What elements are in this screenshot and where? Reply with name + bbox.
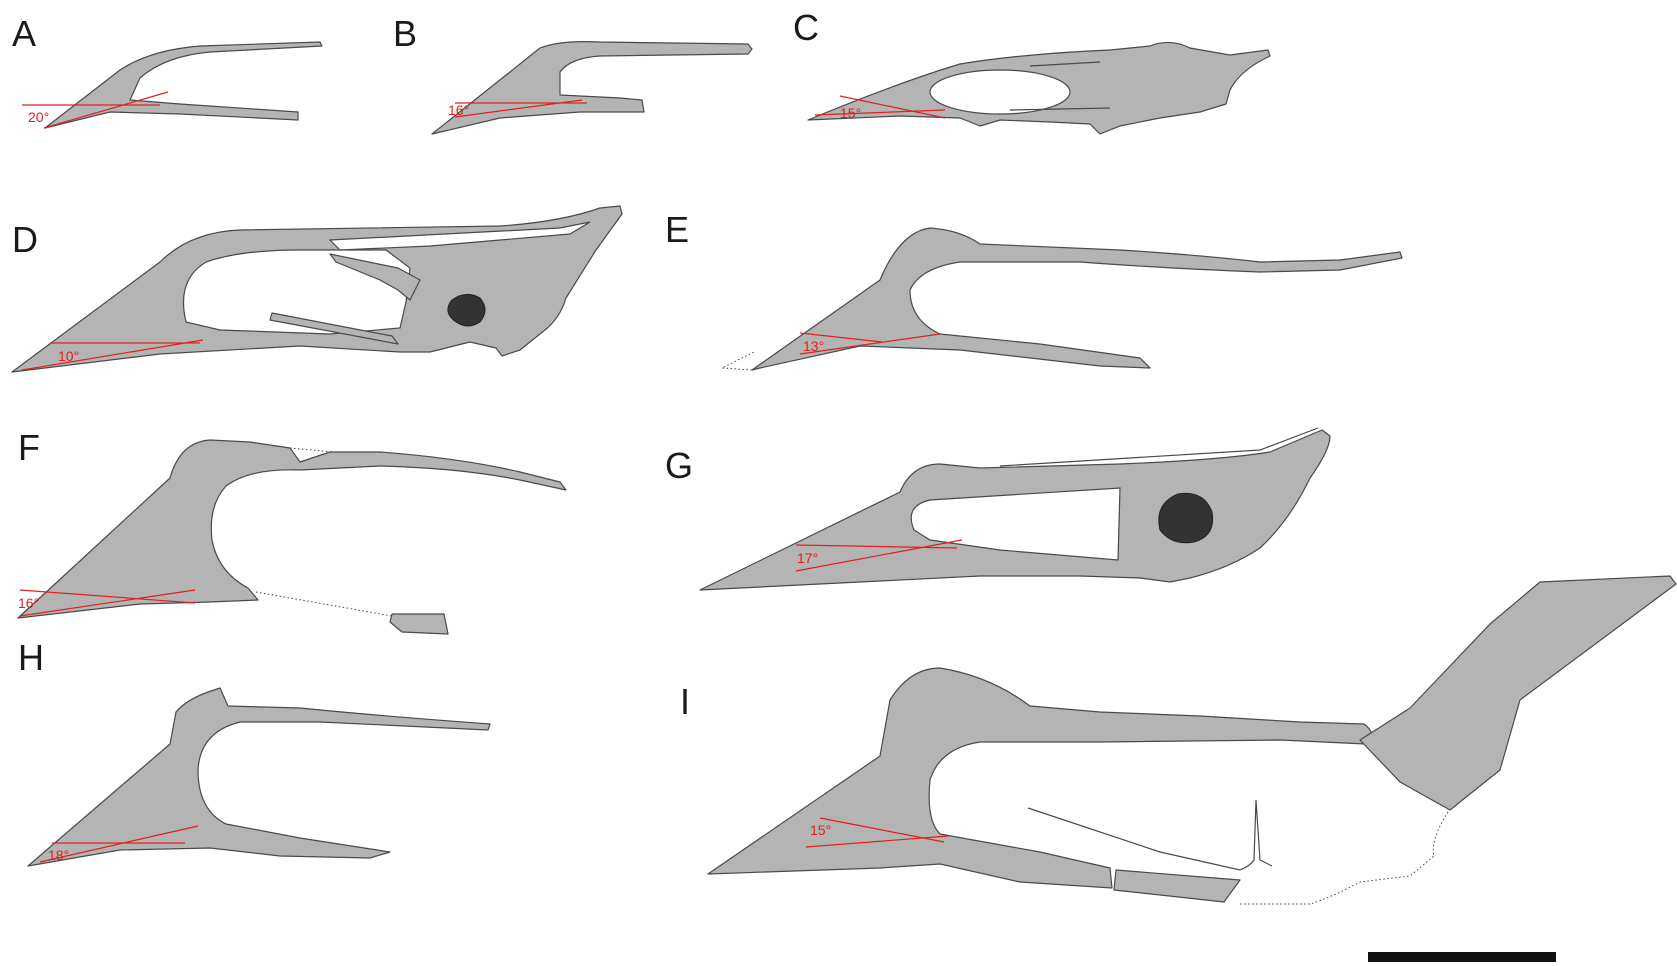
panel-d-angle-label: 10° xyxy=(58,348,79,364)
panel-f-skull xyxy=(18,440,566,618)
panel-b-skull xyxy=(432,42,752,134)
panel-c-letter: C xyxy=(793,7,819,48)
panel-h-skull xyxy=(28,688,490,866)
panel-f-letter: F xyxy=(18,427,40,468)
panel-b-letter: B xyxy=(393,13,417,54)
panel-e-angle-label: 13° xyxy=(803,338,824,354)
panel-a: A 20° xyxy=(12,13,322,128)
panel-i-reconstructed-outline xyxy=(1240,812,1448,904)
panel-d-letter: D xyxy=(12,219,38,260)
panel-g: G 17° xyxy=(665,428,1330,590)
panel-e-skull xyxy=(752,228,1402,370)
panel-e-letter: E xyxy=(665,209,689,250)
panel-h-letter: H xyxy=(18,637,44,678)
panel-c-angle-label: 15° xyxy=(840,105,861,121)
panel-i-angle-label: 15° xyxy=(810,822,831,838)
panel-d: D 10° xyxy=(12,206,622,372)
panel-c: C 15° xyxy=(793,7,1270,134)
panel-h: H 18° xyxy=(18,637,490,866)
panel-i-skull xyxy=(708,668,1372,888)
panel-e: E 13° xyxy=(665,209,1402,370)
panel-i-letter: I xyxy=(680,681,690,722)
panel-f-missing-upper xyxy=(290,448,332,452)
panel-i-crest xyxy=(1360,576,1676,810)
panel-i-jaw-fragment xyxy=(1114,870,1240,902)
panel-f-missing-jaw xyxy=(256,592,392,616)
panel-g-angle-label: 17° xyxy=(797,550,818,566)
panel-c-fenestra xyxy=(930,70,1070,114)
panel-a-angle-label: 20° xyxy=(28,109,49,125)
panel-g-orbit xyxy=(1159,493,1213,542)
panel-b: B 16° xyxy=(393,13,752,134)
panel-f-jugal-fragment xyxy=(390,614,448,634)
panel-f: F 16° xyxy=(18,427,566,634)
panel-e-missing-tip xyxy=(722,352,754,370)
panel-g-letter: G xyxy=(665,445,693,486)
panel-h-angle-label: 18° xyxy=(48,847,69,863)
panel-b-angle-label: 16° xyxy=(448,102,469,118)
panel-f-angle-label: 16° xyxy=(18,595,39,611)
scale-bar xyxy=(1368,952,1556,962)
panel-i: I 15° xyxy=(680,576,1676,904)
panel-a-letter: A xyxy=(12,13,36,54)
